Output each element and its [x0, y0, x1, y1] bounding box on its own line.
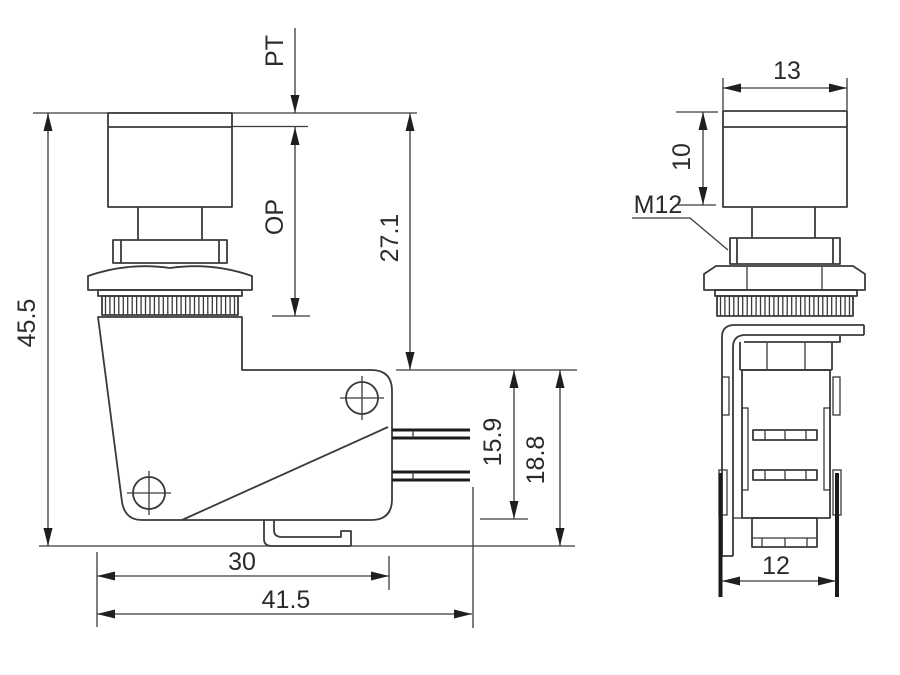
knurl-hatching	[104, 296, 236, 315]
body-inner-wall-left	[741, 407, 749, 491]
dim-label-15-9: 15.9	[479, 418, 507, 467]
latch-tab-upper-right	[832, 376, 841, 416]
upper-housing-side	[739, 335, 841, 371]
terminal-slot-upper	[752, 429, 818, 441]
dim-label-10: 10	[668, 143, 696, 171]
cap-stem	[137, 207, 203, 240]
terminal-pin-upper	[392, 428, 470, 440]
dim-label-41-5: 41.5	[262, 586, 311, 614]
dim-label-18-8: 18.8	[522, 436, 550, 485]
dim-label-pretravel: PT	[261, 35, 289, 67]
extension-lines	[33, 78, 848, 628]
body-inner-wall-right	[823, 407, 831, 491]
hex-nut	[87, 265, 253, 291]
extension-lines-12	[718, 473, 839, 597]
terminal-slot-lower	[752, 469, 818, 481]
mounting-collar	[112, 239, 228, 264]
bottom-block-side	[733, 517, 818, 548]
switch-body-side	[741, 369, 831, 519]
leader-line-m12	[632, 217, 729, 251]
threaded-collar	[729, 237, 841, 265]
actuator-diagonal	[181, 426, 389, 521]
mounting-hole-bottom	[127, 471, 171, 515]
mounting-bracket-side	[721, 324, 865, 557]
cap-stem-side	[751, 207, 816, 238]
dim-label-12: 12	[762, 552, 790, 580]
dim-label-operating-position: OP	[261, 199, 289, 235]
dimension-arrowheads	[43, 83, 847, 619]
knurl-hatching-side	[719, 296, 851, 316]
dim-label-45-5: 45.5	[13, 299, 41, 348]
dim-label-27-1: 27.1	[376, 214, 404, 263]
switch-body	[97, 316, 393, 521]
mounting-collar-walls	[120, 240, 220, 263]
dim-label-13: 13	[773, 57, 801, 85]
dim-label-m12: M12	[634, 191, 683, 219]
button-cap-side	[722, 110, 848, 208]
pushbutton-switch-front-view	[87, 112, 470, 547]
knurled-ring-side	[716, 295, 854, 317]
pushbutton-switch-side-view	[703, 110, 866, 557]
mounting-hole-top	[340, 376, 384, 420]
hex-nut-side	[703, 265, 866, 291]
latch-tab-upper-left	[721, 376, 730, 416]
threaded-collar-walls	[736, 238, 834, 264]
mounting-bracket	[263, 520, 352, 547]
dim-label-30: 30	[228, 548, 256, 576]
dimension-lines	[47, 28, 847, 615]
terminal-pin-lower	[392, 470, 470, 482]
dimension-labels: PT OP 27.1 45.5 15.9 18.8 30 41.5 13 10 …	[13, 35, 801, 614]
knurled-ring	[101, 295, 239, 316]
